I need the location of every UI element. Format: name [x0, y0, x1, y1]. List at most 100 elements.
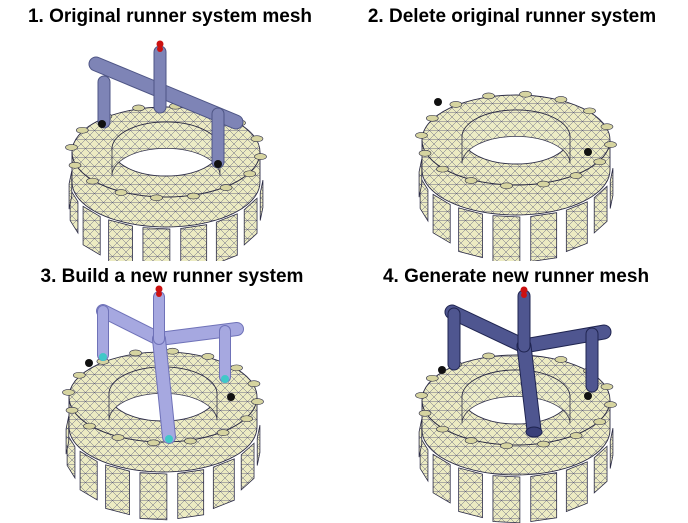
gear-tooth-top	[65, 406, 79, 414]
gear-tooth-top	[247, 380, 261, 388]
gear-tooth	[139, 472, 168, 521]
gear-without-runner	[415, 90, 617, 261]
gear-tooth	[418, 418, 423, 458]
gear-tooth-top	[111, 434, 125, 441]
gear-tooth-top	[254, 153, 267, 160]
gear-tooth	[492, 215, 521, 261]
gear-tooth-top	[166, 347, 179, 355]
sprue-tip	[157, 46, 163, 52]
gear-tooth-top	[604, 401, 617, 408]
gear-tooth-top	[554, 96, 568, 103]
gear-tooth	[105, 464, 130, 516]
gear-tooth	[69, 187, 79, 235]
gear-tooth-top	[500, 182, 513, 190]
gear-tooth-top	[114, 189, 128, 196]
gear-tooth-top	[600, 383, 614, 391]
gear-tooth	[609, 168, 614, 209]
gear-tooth-top	[500, 442, 513, 450]
gear-tooth-top	[418, 149, 432, 157]
gate-tip	[221, 375, 229, 383]
gate-point	[214, 160, 222, 168]
panel-original-runner-mesh: 1. Original runner system mesh	[0, 0, 344, 261]
gear-tooth-top	[216, 429, 230, 436]
gear-tooth-top	[75, 126, 89, 134]
gear-tooth-top	[62, 389, 75, 396]
gear-tooth	[259, 180, 264, 221]
gear-tooth-top	[464, 437, 478, 444]
gear-tooth-top	[230, 364, 243, 372]
gear-tooth-top	[425, 374, 439, 382]
gate-point	[584, 148, 592, 156]
gear-tooth	[418, 158, 423, 198]
gear-tooth-top	[464, 177, 478, 184]
gear	[62, 347, 264, 521]
gear-tooth	[609, 428, 614, 469]
gear-tooth	[565, 461, 588, 513]
gear-bore-wall	[461, 109, 571, 164]
gear-tooth	[432, 453, 451, 504]
gear-tooth-top	[201, 353, 215, 360]
gear-tooth-top	[449, 101, 463, 108]
gear-tooth-top	[72, 371, 86, 379]
sprue-tip	[521, 292, 527, 298]
runner-arm-left-body	[97, 305, 165, 345]
panel-title: 4. Generate new runner mesh	[382, 266, 650, 287]
gear-tooth-top	[251, 398, 264, 405]
gate-point	[85, 359, 93, 367]
gear	[65, 102, 267, 261]
gear-top-face	[421, 94, 611, 186]
gear-tooth	[432, 193, 451, 244]
gear-tooth-top	[425, 114, 439, 122]
gear-tooth-top	[600, 123, 614, 131]
gear-tooth	[419, 175, 429, 223]
gear-tooth-top	[436, 165, 449, 173]
gate-point	[227, 393, 235, 401]
gear-tooth-top	[68, 161, 82, 169]
gear-tooth-top	[569, 432, 583, 439]
gear-tooth-top	[604, 141, 617, 148]
gate-tip	[165, 435, 173, 443]
gear-tooth-top	[537, 440, 550, 448]
gear-with-runner-mesh	[65, 40, 267, 261]
gear-with-new-runner	[62, 285, 264, 521]
gear-tooth	[593, 185, 608, 234]
gear-tooth	[65, 415, 70, 455]
gear-tooth-top	[593, 418, 607, 426]
panel-title: 2. Delete original runner system	[367, 6, 657, 27]
gear-tooth-top	[187, 192, 200, 200]
runner-arm-front-body	[517, 339, 541, 437]
gear-tooth-top	[86, 177, 99, 185]
gear-tooth-top	[150, 194, 163, 202]
gear-tooth	[177, 469, 205, 520]
gear-bore-wall	[108, 366, 218, 421]
gear-tooth	[593, 445, 608, 494]
gear-tooth	[68, 170, 73, 210]
gear-tooth-top	[418, 409, 432, 417]
gear-tooth	[82, 205, 101, 256]
gear-tooth	[256, 425, 261, 466]
gear-tooth	[530, 472, 558, 523]
gear-with-new-runner-mesh	[415, 286, 617, 523]
sprue-tip	[520, 286, 528, 294]
gear-tooth	[243, 197, 258, 246]
gate-point	[434, 98, 442, 106]
gear-tooth-top	[219, 184, 233, 191]
gear-tooth-top	[436, 425, 449, 433]
gear-tooth-top	[482, 92, 495, 100]
sprue-tip	[155, 285, 163, 293]
gear-tooth-top	[554, 356, 568, 363]
gear-tooth	[79, 450, 98, 501]
gear-tooth-top	[415, 392, 428, 399]
gear-tooth-top	[65, 144, 78, 151]
runner-arm-left-body	[445, 305, 531, 353]
gear-tooth	[108, 219, 133, 261]
gear-tooth	[215, 213, 238, 261]
gear-bore-wall	[461, 369, 571, 424]
gear-tooth-top	[184, 437, 197, 445]
gear-tooth-top	[129, 349, 142, 357]
sprue-tip	[156, 40, 164, 48]
gear-tooth	[565, 201, 588, 253]
gear-tooth	[180, 224, 208, 261]
gear-tooth	[492, 475, 521, 523]
gear	[415, 90, 617, 261]
